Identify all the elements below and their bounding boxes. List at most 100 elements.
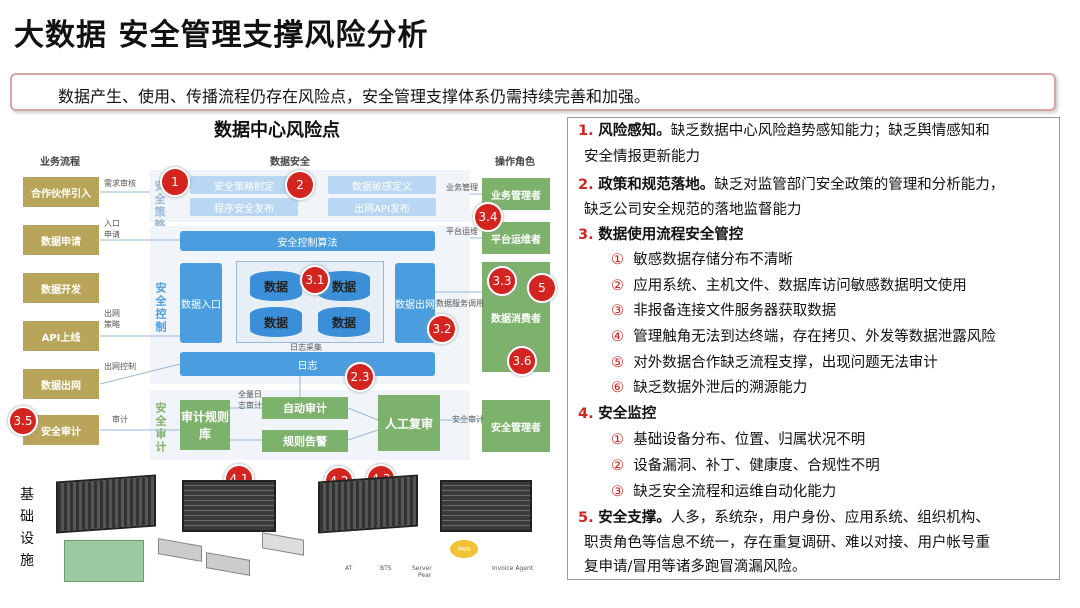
flow-label: 出网控制 (104, 362, 136, 371)
flow-step: 数据出网 (23, 369, 99, 399)
policy-box: 数据敏感定义 (328, 176, 436, 194)
analysis-item-2: 2. 政策和规范落地。缺乏对监管部门安全政策的管理和分析能力， (578, 173, 1004, 197)
item-number: 1. (578, 123, 594, 139)
sub-item: ② 设备漏洞、补丁、健康度、合规性不明 (611, 454, 880, 478)
log-collect-label: 日志采集 (290, 343, 322, 352)
sub-number: ③ (611, 303, 624, 319)
banner-text: 数据产生、使用、传播流程仍存在风险点，安全管理支撑体系仍需持续完善和加强。 (58, 87, 651, 106)
flow-label: 入口申请 (104, 219, 120, 239)
icon-label: Pear (418, 572, 432, 579)
flow-step: API上线 (23, 321, 99, 351)
sub-item: ① 敏感数据存储分布不清晰 (611, 248, 793, 272)
server-rack-image (440, 480, 532, 532)
zone-label-control: 安全控制 (154, 282, 167, 334)
item-number: 4. (578, 406, 594, 422)
icon-label: Invoice Agent (492, 565, 534, 572)
data-entry-box: 数据入口 (180, 263, 222, 343)
sub-item: ③ 缺乏安全流程和运维自动化能力 (611, 480, 836, 504)
role-label: 数据服务调用 (436, 299, 484, 308)
policy-box: 出网API发布 (328, 198, 436, 216)
item-heading: 安全支撑。 (598, 510, 671, 526)
sub-text: 管理触角无法到达终端，存在拷贝、外发等数据泄露风险 (633, 329, 996, 345)
server-rack-image (56, 474, 156, 534)
container-datacenter-image (64, 540, 144, 582)
flow-step: 数据申请 (23, 225, 99, 255)
icon-label: Web (457, 545, 471, 553)
role-label: 平台运维 (446, 227, 478, 236)
icon-label: BTS (380, 565, 392, 572)
risk-marker: 3.2 (427, 314, 457, 344)
sub-number: ② (611, 278, 624, 294)
header-security: 数据安全 (270, 157, 310, 168)
analysis-item-4: 4. 安全监控 (578, 402, 656, 426)
infra-char: 施 (20, 553, 34, 569)
risk-marker: 3.3 (487, 266, 517, 296)
role-label: 业务管理 (446, 183, 478, 192)
item-text-cont: 职责角色等信息不统一，存在重复调研、难以对接、用户帐号重 (584, 535, 990, 551)
sub-text: 非报备连接文件服务器获取数据 (633, 303, 837, 319)
full-log-audit-label: 全量日志审计 (238, 390, 262, 410)
summary-banner: 数据产生、使用、传播流程仍存在风险点，安全管理支撑体系仍需持续完善和加强。 (10, 73, 1056, 111)
flow-label: 需求审核 (104, 179, 136, 188)
connector-lines (99, 191, 482, 441)
sub-text: 基础设备分布、位置、归属状况不明 (633, 432, 866, 448)
analysis-item-3: 3. 数据使用流程安全管控 (578, 223, 743, 247)
sub-text: 缺乏数据外泄后的溯源能力 (633, 380, 808, 396)
infra-char: 设 (20, 531, 34, 547)
risk-marker: 1 (160, 167, 190, 197)
item-heading: 数据使用流程安全管控 (598, 227, 744, 243)
page-title: 大数据 安全管理支撑风险分析 (14, 18, 429, 53)
audit-rule-lib: 审计规则库 (180, 400, 230, 450)
infra-char: 础 (20, 509, 34, 525)
sub-number: ③ (611, 484, 624, 500)
header-flow: 业务流程 (40, 157, 80, 168)
item-heading: 安全监控 (598, 406, 657, 422)
sub-text: 缺乏安全流程和运维自动化能力 (633, 484, 837, 500)
sub-item: ① 基础设备分布、位置、归属状况不明 (611, 428, 865, 452)
item-heading: 风险感知。 (598, 123, 671, 139)
sub-item: ② 应用系统、主机文件、数据库访问敏感数据明文使用 (611, 274, 967, 298)
sub-number: ② (611, 458, 624, 474)
manual-review-box: 人工复审 (378, 395, 440, 451)
item-text: 人多，系统杂，用户身份、应用系统、组织机构、 (670, 510, 990, 526)
sub-number: ⑥ (611, 380, 624, 396)
rule-alarm-box: 规则告警 (262, 430, 348, 452)
risk-marker: 3.6 (507, 346, 537, 376)
risk-marker: 5 (527, 273, 557, 303)
zone-label-audit: 安全审计 (154, 402, 167, 454)
flow-label: 出网策略 (104, 309, 120, 329)
risk-marker: 2.3 (345, 362, 375, 392)
infra-label: 基 础 设 施 (20, 484, 36, 572)
item-text-cont: 缺乏公司安全规范的落地监督能力 (584, 202, 802, 218)
infra-char: 基 (20, 487, 34, 503)
sub-number: ① (611, 252, 624, 268)
risk-marker: 2 (285, 170, 315, 200)
sub-item: ⑤ 对外数据合作缺乏流程支撑，出现问题无法审计 (611, 351, 938, 375)
auto-audit-box: 自动审计 (262, 397, 348, 419)
sub-text: 敏感数据存储分布不清晰 (633, 252, 793, 268)
item-text-cont: 安全情报更新能力 (584, 149, 700, 165)
network-device-image (158, 538, 202, 562)
item-number: 5. (578, 510, 594, 526)
item-text-cont: 复申请/冒用等诸多跑冒滴漏风险。 (584, 559, 807, 575)
diagram-title: 数据中心风险点 (214, 120, 340, 141)
sub-text: 应用系统、主机文件、数据库访问敏感数据明文使用 (633, 278, 967, 294)
analysis-item-1: 1. 风险感知。缺乏数据中心风险趋势感知能力；缺乏舆情感知和 (578, 119, 990, 143)
item-number: 3. (578, 227, 594, 243)
db-cylinder: 数据 (318, 307, 370, 337)
policy-box: 程序安全发布 (190, 198, 298, 216)
sub-number: ① (611, 432, 624, 448)
sub-item: ③ 非报备连接文件服务器获取数据 (611, 299, 836, 323)
icon-label: AT (345, 565, 353, 572)
analysis-panel: 1. 风险感知。缺乏数据中心风险趋势感知能力；缺乏舆情感知和 安全情报更新能力 … (567, 117, 1060, 580)
analysis-item-5: 5. 安全支撑。人多，系统杂，用户身份、应用系统、组织机构、 (578, 506, 990, 530)
sub-text: 设备漏洞、补丁、健康度、合规性不明 (633, 458, 880, 474)
db-cylinder: 数据 (250, 307, 302, 337)
zone-label-strategy: 安全策略 (153, 180, 166, 232)
flow-label: 审计 (112, 415, 128, 424)
item-text: 缺乏数据中心风险趋势感知能力；缺乏舆情感知和 (670, 123, 990, 139)
network-device-image (262, 532, 304, 556)
log-bar: 日志 (180, 352, 435, 376)
header-roles: 操作角色 (495, 157, 535, 168)
network-device-image (206, 552, 250, 576)
